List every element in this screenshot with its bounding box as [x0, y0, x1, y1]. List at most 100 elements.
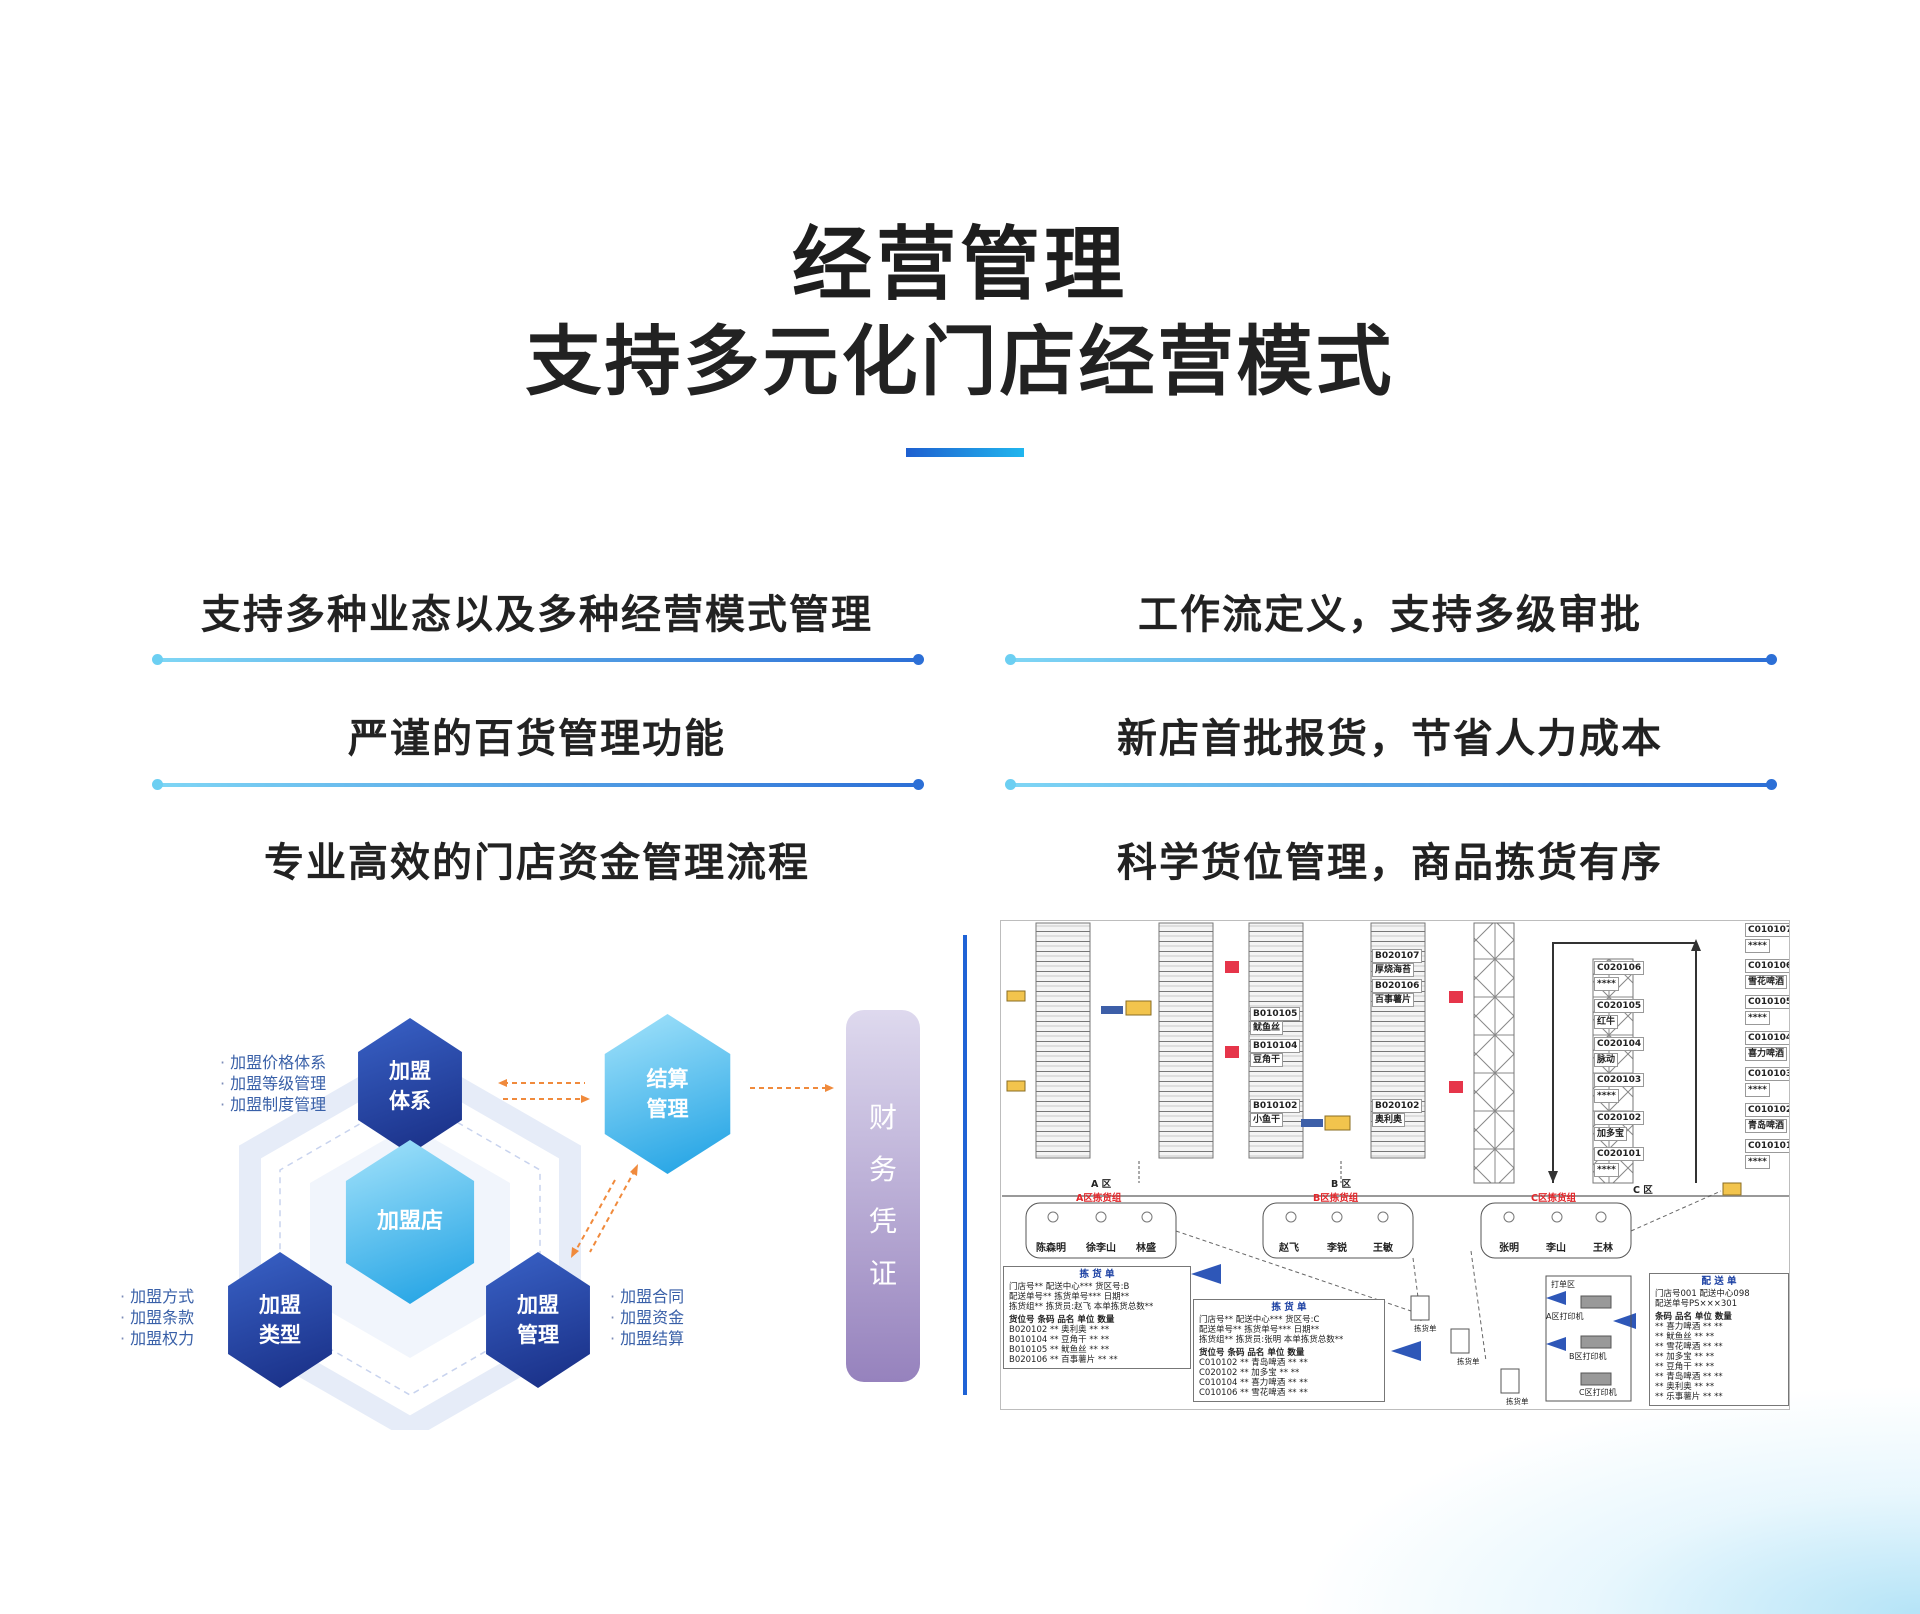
feature-divider: [152, 654, 924, 665]
table-header: 条码 品名 单位 数量: [1655, 1312, 1732, 1322]
feature-divider: [152, 779, 924, 790]
slot-tag: 喜力啤酒: [1745, 1047, 1788, 1061]
page-subtitle: 支持多元化门店经营模式: [525, 317, 1395, 406]
table-row: ** 鱿鱼丝 ** **: [1655, 1332, 1715, 1342]
slot-tag: 鱿鱼丝: [1250, 1021, 1284, 1035]
slot-tag: 脉动: [1594, 1053, 1619, 1067]
slot-tag: C020102: [1594, 1111, 1645, 1125]
pick-group-label: B区拣货组: [1313, 1193, 1359, 1204]
table-meta: 门店号** 配送中心*** 货区号:C: [1199, 1315, 1320, 1325]
table-row: C010106 ** 雪花啤酒 ** **: [1199, 1388, 1308, 1398]
table-meta: 配送单号** 拣货单号*** 日期**: [1199, 1325, 1320, 1335]
table-header: 货位号 条码 品名 单位 数量: [1009, 1315, 1115, 1325]
bullet-item: 加盟方式: [120, 1286, 194, 1307]
feature-left-1: 支持多种业态以及多种经营模式管理: [201, 592, 873, 638]
picker-name: 张明: [1499, 1243, 1519, 1254]
slot-tag: C010102: [1745, 1103, 1789, 1117]
pick-doc-label: 拣货单: [1506, 1397, 1529, 1406]
slot-tag: ****: [1594, 1089, 1619, 1103]
feature-right-1: 工作流定义，支持多级审批: [1138, 592, 1642, 638]
slot-tag: C020103: [1594, 1073, 1645, 1087]
table-row: ** 加多宝 ** **: [1655, 1352, 1715, 1362]
pick-group-label: A区拣货组: [1076, 1193, 1122, 1204]
slot-tag: C020106: [1594, 961, 1645, 975]
slot-tag: 厚烧海苔: [1372, 963, 1415, 977]
slot-tag: 小鱼干: [1250, 1113, 1284, 1127]
table-title: 拣 货 单: [1079, 1269, 1115, 1280]
pick-list-table-c: 拣 货 单 门店号** 配送中心*** 货区号:C 配送单号** 拣货单号***…: [1193, 1299, 1385, 1402]
picker-name: 林盛: [1136, 1243, 1156, 1254]
bullet-item: 加盟制度管理: [220, 1094, 326, 1115]
pick-list-table-b: 拣 货 单 门店号** 配送中心*** 货区号:B 配送单号** 拣货单号***…: [1003, 1266, 1191, 1369]
bullet-item: 加盟合同: [610, 1286, 684, 1307]
zone-label: C 区: [1633, 1185, 1653, 1196]
slot-tag: 百事薯片: [1372, 993, 1415, 1007]
table-row: B010105 ** 鱿鱼丝 ** **: [1009, 1345, 1110, 1355]
table-header: 货位号 条码 品名 单位 数量: [1199, 1348, 1305, 1358]
slot-tag: B020102: [1372, 1099, 1423, 1113]
slot-tag: B010102: [1250, 1099, 1301, 1113]
financial-voucher-box: 财务凭证: [846, 1010, 920, 1382]
feature-divider: [1005, 779, 1777, 790]
slot-tag: ****: [1745, 1083, 1770, 1097]
slot-tag: B010104: [1250, 1039, 1301, 1053]
zone-label: A 区: [1091, 1179, 1112, 1190]
table-meta: 配送单号PS×××301: [1655, 1299, 1738, 1309]
slot-tag: 青岛啤酒: [1745, 1119, 1788, 1133]
slot-tag: C010101: [1745, 1139, 1789, 1153]
printer-label: B区打印机: [1569, 1352, 1607, 1361]
slot-tag: 豆角干: [1250, 1053, 1284, 1067]
system-bullets: 加盟价格体系 加盟等级管理 加盟制度管理: [220, 1052, 326, 1115]
slot-tag: C020101: [1594, 1147, 1645, 1161]
feature-left-3: 专业高效的门店资金管理流程: [264, 840, 810, 886]
slot-tag: 奥利奥: [1372, 1113, 1406, 1127]
picker-name: 李锐: [1327, 1243, 1347, 1254]
type-bullets: 加盟方式 加盟条款 加盟权力: [120, 1286, 194, 1349]
picker-name: 陈森明: [1036, 1243, 1066, 1254]
slot-tag: C010106: [1745, 959, 1789, 973]
printer-label: A区打印机: [1546, 1312, 1584, 1321]
table-row: ** 豆角干 ** **: [1655, 1362, 1715, 1372]
pick-doc-label: 拣货单: [1414, 1324, 1437, 1333]
bullet-item: 加盟等级管理: [220, 1073, 326, 1094]
slot-tag: ****: [1594, 1163, 1619, 1177]
table-row: ** 青岛啤酒 ** **: [1655, 1372, 1723, 1382]
bullet-item: 加盟价格体系: [220, 1052, 326, 1073]
slot-tag: B020107: [1372, 949, 1423, 963]
slot-tag: C020104: [1594, 1037, 1645, 1051]
warehouse-layout-diagram: B010105 鱿鱼丝 B010104 豆角干 B010102 小鱼干 B020…: [1000, 920, 1790, 1410]
manage-bullets: 加盟合同 加盟资金 加盟结算: [610, 1286, 684, 1349]
slot-tag: ****: [1745, 1155, 1770, 1169]
picker-name: 李山: [1546, 1243, 1566, 1254]
table-row: ** 喜力啤酒 ** **: [1655, 1322, 1723, 1332]
slot-tag: ****: [1594, 977, 1619, 991]
feature-right-3: 科学货位管理，商品拣货有序: [1117, 840, 1663, 886]
slot-tag: 雪花啤酒: [1745, 975, 1788, 989]
table-row: ** 奥利奥 ** **: [1655, 1382, 1715, 1392]
table-row: B010104 ** 豆角干 ** **: [1009, 1335, 1110, 1345]
table-meta: 门店号001 配送中心098: [1655, 1289, 1750, 1299]
pick-doc-label: 拣货单: [1457, 1357, 1480, 1366]
picker-name: 赵飞: [1279, 1243, 1299, 1254]
slot-tag: 红牛: [1594, 1015, 1619, 1029]
section-divider-line: [963, 935, 967, 1395]
picker-name: 王林: [1593, 1243, 1613, 1254]
table-meta: 配送单号** 拣货单号*** 日期**: [1009, 1292, 1130, 1302]
pick-group-label: C区拣货组: [1531, 1193, 1576, 1204]
slot-tag: 加多宝: [1594, 1127, 1628, 1141]
feature-right-2: 新店首批报货，节省人力成本: [1117, 716, 1663, 762]
bullet-item: 加盟结算: [610, 1328, 684, 1349]
table-meta: 拣货组** 拣货员:张明 本单拣货总数**: [1199, 1335, 1344, 1345]
table-row: C010102 ** 青岛啤酒 ** **: [1199, 1358, 1308, 1368]
table-meta: 门店号** 配送中心*** 货区号:B: [1009, 1282, 1130, 1292]
table-row: B020106 ** 百事薯片 ** **: [1009, 1355, 1118, 1365]
slot-tag: C010105: [1745, 995, 1789, 1009]
feature-left-2: 严谨的百货管理功能: [348, 716, 726, 762]
slot-tag: ****: [1745, 1011, 1770, 1025]
slot-tag: C010107: [1745, 923, 1789, 937]
table-row: C020102 ** 加多宝 ** **: [1199, 1368, 1300, 1378]
slot-tag: C020105: [1594, 999, 1645, 1013]
table-meta: 拣货组** 拣货员:赵飞 本单拣货总数**: [1009, 1302, 1154, 1312]
delivery-note-table: 配 送 单 门店号001 配送中心098 配送单号PS×××301 条码 品名 …: [1649, 1273, 1789, 1406]
